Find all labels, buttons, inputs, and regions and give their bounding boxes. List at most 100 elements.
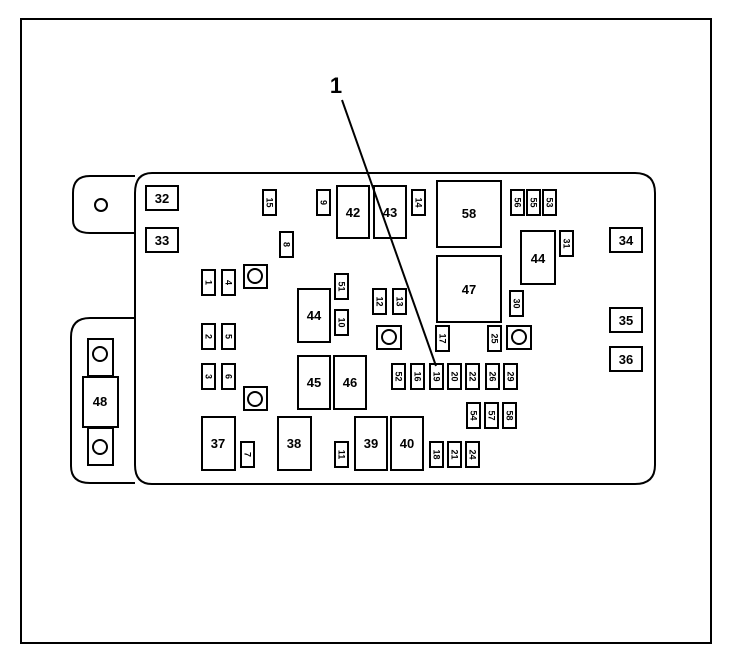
relay-39-label: 39 — [364, 436, 378, 451]
relay-37-label: 37 — [211, 436, 225, 451]
mini-fuse-57-box — [484, 402, 499, 429]
fuse-48-box — [82, 376, 119, 428]
mini-fuse-3-box — [201, 363, 216, 390]
mini-fuse-11-label: 11 — [337, 450, 347, 460]
mini-fuse-13-label: 13 — [395, 296, 405, 306]
mini-fuse-56-label: 56 — [513, 197, 523, 207]
mini-fuse-20-box — [447, 363, 462, 390]
fuse-34-box — [609, 227, 643, 253]
mini-fuse-7-label: 7 — [243, 452, 253, 457]
mini-fuse-16-box — [410, 363, 425, 390]
mini-fuse-2-box — [201, 323, 216, 350]
mini-fuse-58b-label: 58 — [505, 410, 515, 420]
mini-fuse-26-label: 26 — [488, 371, 498, 381]
mini-fuse-24-box — [465, 441, 480, 468]
relay-46-box — [333, 355, 367, 410]
stud-upper-left — [247, 268, 263, 284]
mini-fuse-58b-box — [502, 402, 517, 429]
mini-fuse-5-label: 5 — [224, 334, 234, 339]
mini-fuse-17-label: 17 — [438, 333, 448, 343]
relay-42-label: 42 — [346, 205, 360, 220]
mini-fuse-29-label: 29 — [506, 371, 516, 381]
relay-45-label: 45 — [307, 375, 321, 390]
mini-fuse-30-box — [509, 290, 524, 317]
callout-leader-line — [341, 99, 437, 367]
mini-fuse-31-box — [559, 230, 574, 257]
mini-fuse-4-label: 4 — [224, 280, 234, 285]
relay-58-box — [436, 180, 502, 248]
mini-fuse-21-label: 21 — [450, 449, 460, 459]
fuse-48-label: 48 — [93, 394, 107, 409]
mini-fuse-24-label: 24 — [468, 449, 478, 459]
mini-fuse-26-box — [485, 363, 500, 390]
mini-fuse-16-label: 16 — [413, 371, 423, 381]
relay-44-right-box — [520, 230, 556, 285]
mini-fuse-7-box — [240, 441, 255, 468]
fuse-33-label: 33 — [155, 233, 169, 248]
mini-fuse-22-box — [465, 363, 480, 390]
relay-38-box — [277, 416, 312, 471]
relay-46-label: 46 — [343, 375, 357, 390]
mini-fuse-2-label: 2 — [204, 334, 214, 339]
relay-39-box — [354, 416, 388, 471]
mini-fuse-14-label: 14 — [414, 197, 424, 207]
mini-fuse-57-label: 57 — [487, 410, 497, 420]
mini-fuse-22-label: 22 — [468, 371, 478, 381]
relay-43-box — [373, 185, 407, 239]
mega-fuse-bottom-stud — [92, 439, 108, 455]
mini-fuse-56-box — [510, 189, 525, 216]
relay-45-box — [297, 355, 331, 410]
mounting-hole — [94, 198, 108, 212]
mini-fuse-8-label: 8 — [282, 242, 292, 247]
mini-fuse-15-label: 15 — [265, 197, 275, 207]
mini-fuse-19-box — [429, 363, 444, 390]
mini-fuse-25-label: 25 — [490, 333, 500, 343]
fuse-36-label: 36 — [619, 352, 633, 367]
mini-fuse-4-box — [221, 269, 236, 296]
relay-44-right-label: 44 — [531, 251, 546, 266]
mega-fuse-top-stud — [92, 346, 108, 362]
mini-fuse-5-box — [221, 323, 236, 350]
mini-fuse-14-box — [411, 189, 426, 216]
relay-37-box — [201, 416, 236, 471]
studs — [243, 264, 532, 411]
fuse-32-box — [145, 185, 179, 211]
relay-58-label: 58 — [462, 206, 476, 221]
mini-fuse-30-label: 30 — [512, 298, 522, 308]
relay-47-label: 47 — [462, 282, 476, 297]
relay-40-label: 40 — [400, 436, 414, 451]
relay-42-box — [336, 185, 370, 239]
mini-fuse-54-label: 54 — [469, 410, 479, 420]
mini-fuse-51-box — [334, 273, 349, 300]
mini-fuse-18-box — [429, 441, 444, 468]
mini-fuse-21-box — [447, 441, 462, 468]
mini-fuse-20-label: 20 — [450, 371, 460, 381]
fuse-33-box — [145, 227, 179, 253]
fuse-35-label: 35 — [619, 313, 633, 328]
mini-fuse-9-label: 9 — [319, 200, 329, 205]
mini-fuse-13-box — [392, 288, 407, 315]
mini-fuse-31-label: 31 — [562, 238, 572, 248]
mini-fuse-11-box — [334, 441, 349, 468]
mini-fuse-6-label: 6 — [224, 374, 234, 379]
mini-fuse-53-label: 53 — [545, 197, 555, 207]
fuse-34-label: 34 — [619, 233, 634, 248]
mini-fuse-6-box — [221, 363, 236, 390]
relay-38-label: 38 — [287, 436, 301, 451]
mini-fuse-10-label: 10 — [337, 317, 347, 327]
mini-fuse-19-label: 19 — [432, 371, 442, 381]
mini-fuse-52-box — [391, 363, 406, 390]
mini-fuse-12-box — [372, 288, 387, 315]
fuse-35-box — [609, 307, 643, 333]
relay-40-box — [390, 416, 424, 471]
mini-fuse-9-box — [316, 189, 331, 216]
relay-44-left-label: 44 — [307, 308, 322, 323]
mini-fuse-51-label: 51 — [337, 281, 347, 291]
stud-center — [381, 329, 397, 345]
stud-right — [511, 329, 527, 345]
mini-fuse-3-label: 3 — [204, 374, 214, 379]
mini-fuse-1-label: 1 — [204, 280, 214, 285]
mini-fuse-18-label: 18 — [432, 449, 442, 459]
